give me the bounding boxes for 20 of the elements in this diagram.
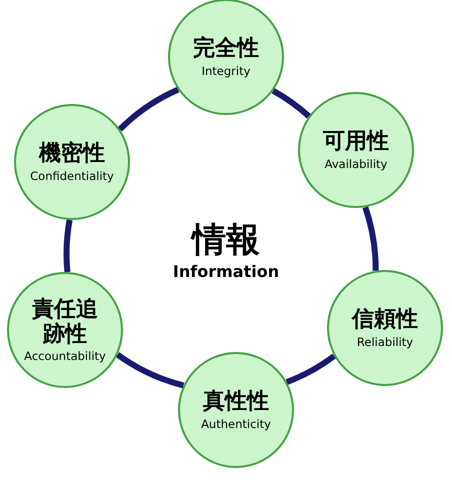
node-subtitle: Accountability — [24, 349, 106, 364]
center-subtitle: Information — [172, 262, 280, 282]
ring-connector — [116, 352, 184, 388]
node-subtitle: Authenticity — [201, 416, 271, 431]
node-title: 可用性 — [323, 129, 389, 155]
ring-connector — [362, 206, 379, 271]
ring-connector — [286, 354, 336, 385]
center-title: 情報 — [190, 218, 261, 262]
ring-connector — [64, 220, 73, 272]
ring-connector — [272, 88, 311, 119]
node-title: 完全性 — [193, 36, 259, 62]
node-subtitle: Reliability — [356, 334, 414, 349]
ring-connector — [118, 86, 180, 132]
node-subtitle: Availability — [324, 156, 388, 171]
node-subtitle: Integrity — [202, 64, 250, 78]
node-title: 責任追跡性 — [32, 296, 98, 348]
node-subtitle: Confidentiality — [30, 168, 114, 183]
node-title: 信頼性 — [352, 307, 418, 333]
node-title: 機密性 — [39, 141, 105, 167]
node-title: 真性性 — [203, 389, 269, 415]
